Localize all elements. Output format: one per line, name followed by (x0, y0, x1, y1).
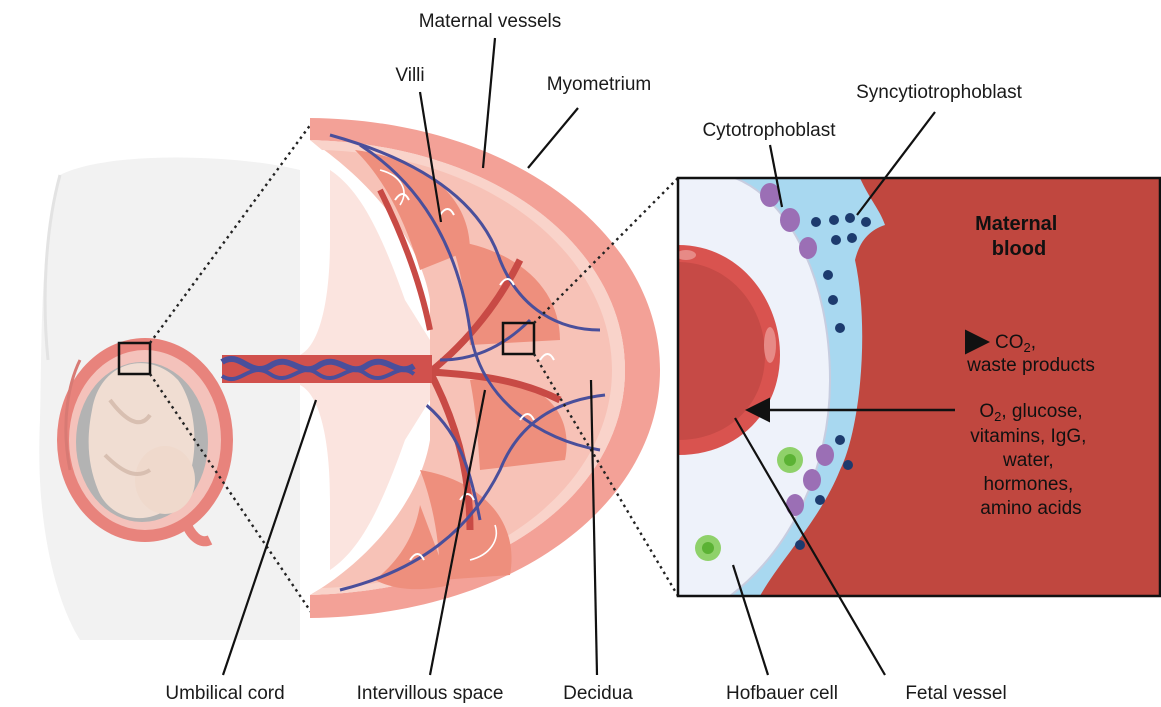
hofbauer-cell (777, 447, 803, 473)
waste-products-label: waste products (966, 355, 1095, 376)
cytotrophoblast-cell (803, 469, 821, 491)
cytotrophoblast-cell (816, 444, 834, 466)
label-myometrium: Myometrium (547, 74, 652, 95)
hofbauer-cell (695, 535, 721, 561)
cytotrophoblast-cell (799, 237, 817, 259)
label-intervillous-space: Intervillous space (357, 683, 504, 704)
label-hofbauer-cell: Hofbauer cell (726, 683, 838, 704)
label-syncytiotrophoblast: Syncytiotrophoblast (856, 82, 1023, 103)
label-villi: Villi (395, 65, 424, 86)
label-maternal-vessels: Maternal vessels (419, 11, 562, 32)
cytotrophoblast-cell (786, 494, 804, 516)
cytotrophoblast-cell (780, 208, 800, 232)
label-umbilical-cord: Umbilical cord (165, 683, 284, 704)
label-cytotrophoblast: Cytotrophoblast (702, 120, 836, 141)
label-decidua: Decidua (563, 683, 633, 704)
co2-label: CO2, (995, 332, 1036, 355)
inset-panel: Maternal blood CO2, waste products O2, g… (676, 178, 1160, 596)
label-fetal-vessel: Fetal vessel (905, 683, 1006, 704)
uterus-with-fetus (57, 338, 233, 542)
